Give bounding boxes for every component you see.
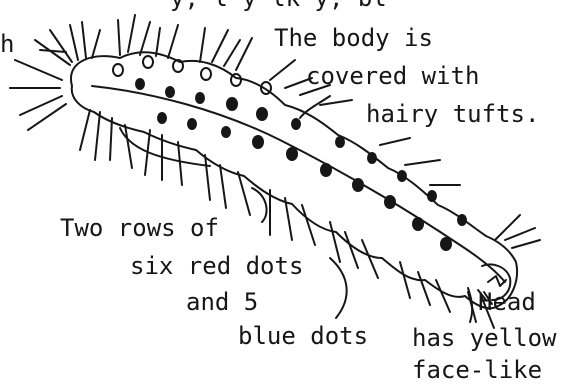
body-label-line3: hairy tufts.	[366, 100, 539, 128]
head-label-line1: Head	[478, 288, 536, 316]
partial-top-text: y, l y lk y, bl	[170, 0, 387, 12]
dots-label-line1: Two rows of	[60, 214, 219, 242]
left-dash	[40, 50, 66, 52]
head-leader-line	[468, 288, 472, 322]
dots-leader-line	[252, 188, 267, 222]
head-label-line2: has yellow	[412, 324, 557, 352]
head-label-line3: face-like	[412, 356, 542, 384]
dots-label-line4: blue dots	[238, 322, 368, 350]
caterpillar-drawing	[0, 0, 566, 375]
body-label-line1: The body is	[274, 24, 433, 52]
partial-left-text: h	[0, 30, 14, 58]
dots-label-line2: six red dots	[130, 252, 303, 280]
caterpillar-diagram: y, l y lk y, bl h The body is covered wi…	[0, 0, 566, 375]
dots-leader-line-2	[330, 258, 347, 318]
dots-label-line3: and 5	[186, 288, 258, 316]
body-label-line2: covered with	[306, 62, 479, 90]
body-leader-line	[300, 96, 330, 118]
bracket-line	[120, 128, 210, 166]
